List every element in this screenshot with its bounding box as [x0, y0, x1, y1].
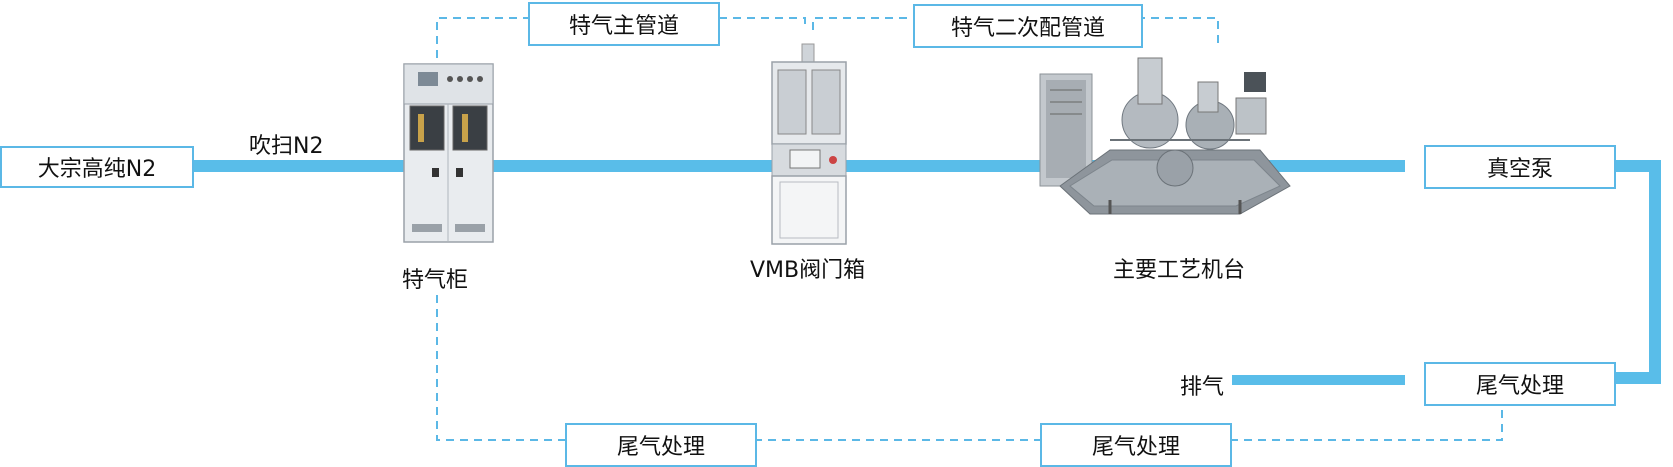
vacuum-pump-box: 真空泵: [1424, 145, 1616, 189]
gas-cabinet-icon: [403, 63, 494, 243]
main-pipe-label-box: 特气主管道: [528, 2, 720, 46]
secondary-pipe-label: 特气二次配管道: [950, 16, 1105, 41]
vacuum-pump-label: 真空泵: [1486, 157, 1553, 182]
abatement-bottom-left-label: 尾气处理: [616, 435, 705, 460]
process-tool-machine-icon: [1039, 57, 1291, 215]
vmb-valve-box-icon: [771, 43, 847, 245]
secondary-pipe-label-box: 特气二次配管道: [913, 4, 1143, 48]
abatement-right-label: 尾气处理: [1475, 374, 1564, 399]
exhaust-label: 排气: [1180, 375, 1225, 400]
abatement-bottom-left-box: 尾气处理: [565, 423, 757, 467]
abatement-right-box: 尾气处理: [1424, 362, 1616, 406]
main-tool-label: 主要工艺机台: [1113, 258, 1246, 283]
bulk-n2-label: 大宗高纯N2: [37, 157, 157, 182]
abatement-bottom-mid-label: 尾气处理: [1091, 435, 1180, 460]
gas-cabinet-label: 特气柜: [402, 268, 469, 293]
bulk-n2-box: 大宗高纯N2: [0, 146, 194, 188]
abatement-bottom-mid-box: 尾气处理: [1040, 423, 1232, 467]
bottom-dashed-line: [436, 295, 1503, 441]
purge-n2-label: 吹扫N2: [249, 134, 324, 159]
vmb-label: VMB阀门箱: [750, 258, 866, 283]
main-pipe-label: 特气主管道: [568, 14, 679, 39]
